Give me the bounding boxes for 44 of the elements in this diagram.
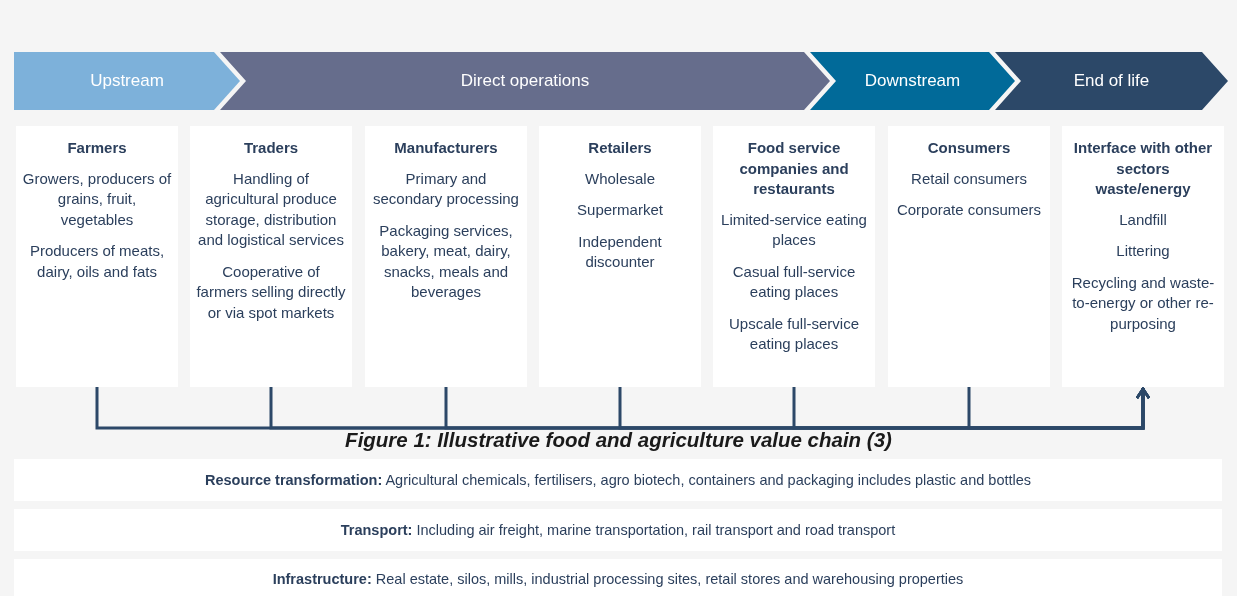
figure-caption: Figure 1: Illustrative food and agriculture value chain (3) bbox=[344, 428, 893, 452]
connector-arrow bbox=[967, 387, 1151, 430]
column-item: Producers of meats, dairy, oils and fats bbox=[28, 241, 166, 282]
column-item: Landfill bbox=[1118, 209, 1168, 230]
column-heading: Interface with other sectors waste/energy bbox=[1072, 138, 1214, 199]
chevron-stage bbox=[14, 52, 240, 110]
chevron-stage bbox=[810, 52, 1015, 110]
column-item: Recycling and waste-to-energy or other re-purposing bbox=[1070, 272, 1216, 334]
column-heading: Food service companies and restaurants bbox=[738, 138, 850, 199]
column-item: Cooperative of farmers selling directly or via spot markets bbox=[196, 261, 346, 323]
actor-column bbox=[16, 126, 178, 387]
stage-label: Upstream bbox=[90, 71, 164, 91]
actor-column bbox=[539, 126, 701, 387]
column-item: Limited-service eating places bbox=[720, 209, 868, 250]
column-heading: Consumers bbox=[926, 138, 1012, 158]
actor-column bbox=[365, 126, 527, 387]
column-heading: Traders bbox=[242, 138, 300, 158]
actor-column bbox=[713, 126, 875, 387]
column-item: Growers, producers of grains, fruit, vegetables bbox=[22, 168, 172, 230]
stage-label: Downstream bbox=[864, 71, 961, 91]
stage-label: End of life bbox=[1073, 71, 1150, 91]
column-heading: Manufacturers bbox=[393, 138, 499, 158]
column-item: Casual full-service eating places bbox=[731, 261, 857, 302]
column-item: Handling of agricultural produce storage, distribution and logistical services bbox=[197, 168, 345, 250]
column-item: Retail consumers bbox=[910, 168, 1028, 189]
chevron-stage bbox=[995, 52, 1228, 110]
column-heading: Farmers bbox=[66, 138, 128, 158]
column-item: Primary and secondary processing bbox=[372, 168, 520, 209]
actor-column bbox=[190, 126, 352, 387]
column-heading: Retailers bbox=[587, 138, 653, 158]
column-item: Upscale full-service eating places bbox=[727, 313, 860, 354]
band-text: Resource transformation: Agricultural chemicals, fertilisers, agro biotech, containers and packaging includes plastic and bottles bbox=[204, 472, 1032, 488]
stage-label: Direct operations bbox=[460, 71, 590, 91]
actor-column bbox=[1062, 126, 1224, 387]
band-text: Infrastructure: Real estate, silos, mills, industrial processing sites, retail stores and warehousing properties bbox=[272, 571, 964, 587]
column-item: Independent discounter bbox=[577, 231, 663, 272]
column-item: Wholesale bbox=[583, 168, 656, 189]
column-item: Supermarket bbox=[576, 200, 664, 220]
chevron-stage bbox=[220, 52, 830, 110]
band-text: Transport: Including air freight, marine transportation, rail transport and road transport bbox=[340, 522, 896, 538]
column-item: Packaging services, bakery, meat, dairy, snacks, meals and beverages bbox=[378, 220, 514, 302]
actor-column bbox=[888, 126, 1050, 387]
column-item: Littering bbox=[1115, 241, 1171, 261]
column-item: Corporate consumers bbox=[895, 200, 1043, 220]
